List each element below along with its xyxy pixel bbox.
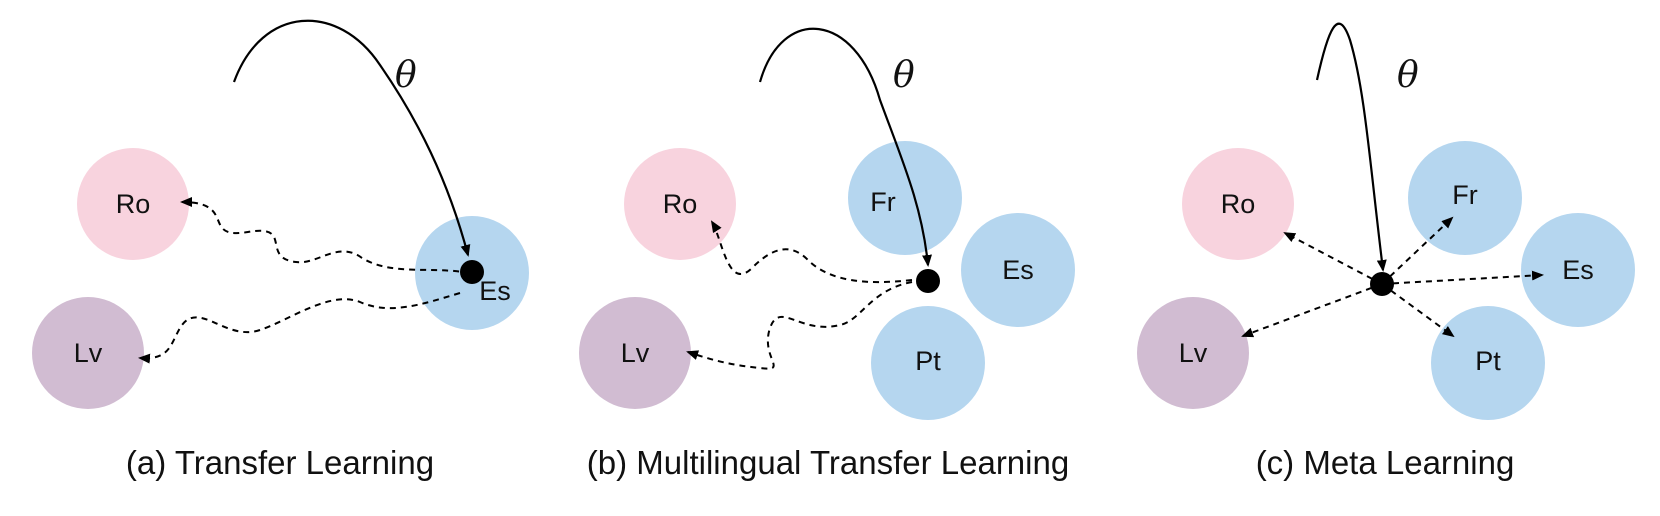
- node-b-ro: [624, 148, 736, 260]
- dashed-arrow-c-fr: [1381, 216, 1454, 285]
- caption-b: (b) Multilingual Transfer Learning: [587, 444, 1069, 481]
- node-c-lv: [1137, 297, 1249, 409]
- panel-b: Ro Lv Fr Es Pt θ (b) Multilingual Transf…: [579, 27, 1075, 481]
- theta-arrow-a: [232, 19, 471, 257]
- node-c-es-label: Es: [1562, 255, 1594, 285]
- node-c-pt: [1431, 306, 1545, 420]
- node-a-es-label: Es: [479, 276, 511, 306]
- node-b-lv: [579, 297, 691, 409]
- node-c-es: [1521, 213, 1635, 327]
- dashed-arrow-b-ro: [710, 220, 913, 284]
- theta-label-c: θ: [1397, 55, 1419, 96]
- node-a-ro: [77, 148, 189, 260]
- theta-arrow-c: [1315, 22, 1387, 272]
- source-dot-b: [916, 269, 940, 293]
- node-a-lv-label: Lv: [74, 338, 103, 368]
- node-c-ro-label: Ro: [1221, 189, 1256, 219]
- caption-c: (c) Meta Learning: [1256, 444, 1515, 481]
- dashed-arrow-c-pt: [1381, 283, 1455, 338]
- theta-label-b: θ: [893, 55, 915, 96]
- panel-c: Ro Lv Fr Es Pt θ (c) Meta Learning: [1137, 22, 1635, 481]
- panel-a: Ro Lv Es θ (a) Transfer Learning: [32, 19, 529, 481]
- source-dot-a: [460, 260, 484, 284]
- node-b-pt: [871, 306, 985, 420]
- caption-a: (a) Transfer Learning: [126, 444, 434, 481]
- node-a-lv: [32, 297, 144, 409]
- node-b-es: [961, 213, 1075, 327]
- node-a-ro-label: Ro: [116, 189, 151, 219]
- node-c-pt-label: Pt: [1475, 346, 1501, 376]
- node-b-lv-label: Lv: [621, 338, 650, 368]
- dashed-arrow-b-lv: [686, 281, 913, 370]
- node-b-es-label: Es: [1002, 255, 1034, 285]
- node-c-fr: [1408, 141, 1522, 255]
- theta-arrow-b: [758, 27, 932, 267]
- dashed-arrow-a-lv: [138, 292, 461, 364]
- theta-label-a: θ: [395, 55, 417, 96]
- dashed-arrow-a-ro: [180, 197, 471, 274]
- node-c-fr-label: Fr: [1452, 180, 1477, 210]
- node-b-ro-label: Ro: [663, 189, 698, 219]
- source-dot-c: [1370, 272, 1394, 296]
- dashed-arrow-c-lv: [1241, 283, 1383, 338]
- node-b-fr-label: Fr: [870, 187, 895, 217]
- node-c-lv-label: Lv: [1179, 338, 1208, 368]
- dashed-arrow-c-es: [1381, 270, 1544, 285]
- node-c-ro: [1182, 148, 1294, 260]
- node-b-fr: [848, 141, 962, 255]
- dashed-arrow-c-ro: [1283, 232, 1383, 285]
- node-b-pt-label: Pt: [915, 346, 941, 376]
